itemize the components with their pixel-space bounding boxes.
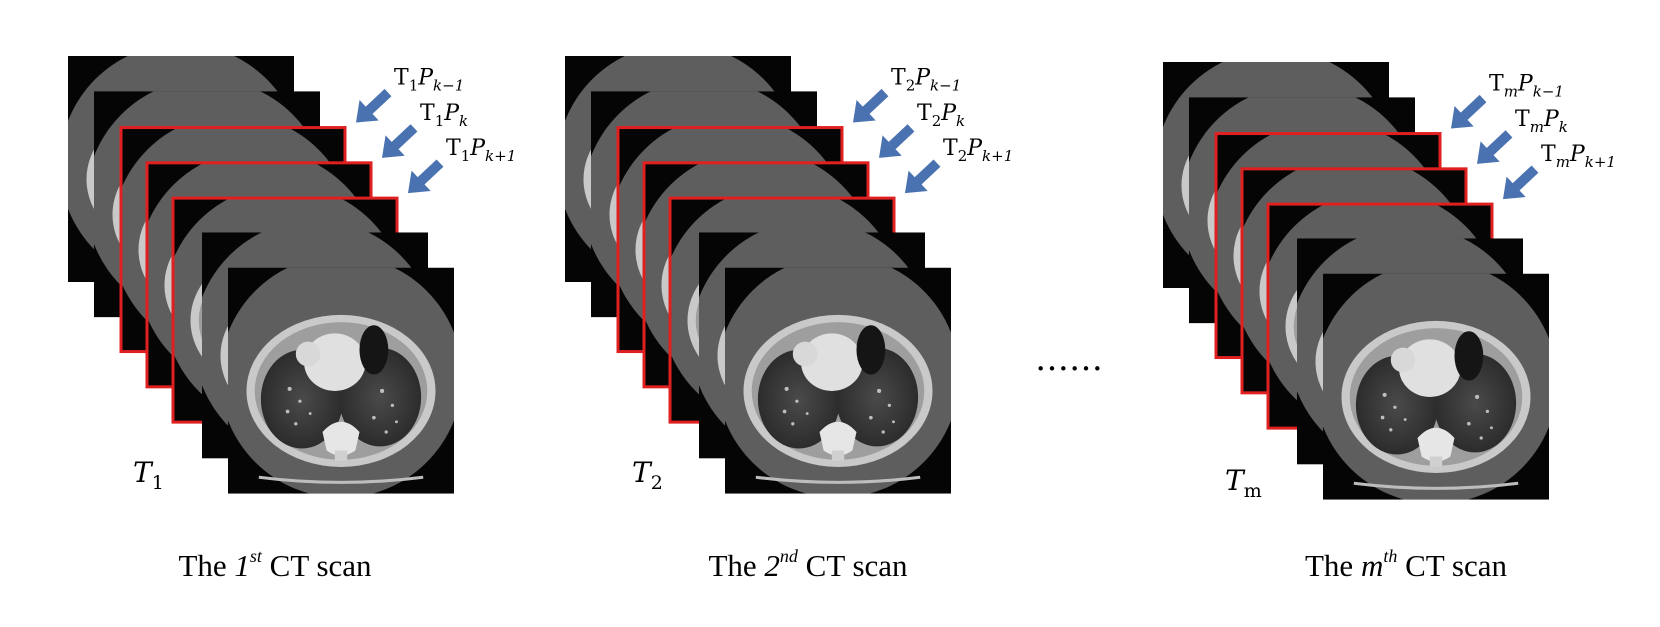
pointer-arrow bbox=[1503, 165, 1539, 200]
pointer-arrow bbox=[853, 88, 889, 123]
caption-scan-1: The 1st CT scan bbox=[178, 546, 372, 583]
ct-slice bbox=[220, 255, 462, 497]
pointer-label: T2Pk bbox=[917, 101, 965, 130]
pointer-arrow bbox=[382, 124, 418, 158]
pointer-label: T1Pk−1 bbox=[394, 66, 464, 95]
pointer-arrow bbox=[905, 159, 941, 194]
pointer-label: T2Pk−1 bbox=[891, 66, 961, 95]
scan-tag: T1 bbox=[133, 456, 164, 494]
caption-scan-2: The 2nd CT scan bbox=[708, 546, 908, 583]
pointer-arrow bbox=[408, 159, 444, 194]
pointer-label: T1Pk+1 bbox=[446, 136, 516, 165]
pointer-arrow bbox=[879, 124, 915, 158]
pointer-arrow bbox=[1451, 94, 1487, 129]
pointer-label: T2Pk+1 bbox=[943, 136, 1013, 165]
pointer-arrow bbox=[356, 88, 392, 123]
pointer-label: TmPk bbox=[1515, 107, 1568, 136]
ct-slice bbox=[717, 255, 959, 497]
ellipsis: …… bbox=[1035, 339, 1103, 379]
caption-scan-m: The mth CT scan bbox=[1305, 546, 1507, 583]
ct-slice bbox=[1315, 261, 1557, 503]
pointer-label: TmPk−1 bbox=[1489, 72, 1564, 101]
pointer-label: T1Pk bbox=[420, 101, 468, 130]
pointer-arrow bbox=[1477, 130, 1513, 164]
scan-tag: T2 bbox=[632, 456, 663, 494]
scan-tag: Tm bbox=[1225, 464, 1262, 502]
pointer-label: TmPk+1 bbox=[1541, 142, 1616, 171]
